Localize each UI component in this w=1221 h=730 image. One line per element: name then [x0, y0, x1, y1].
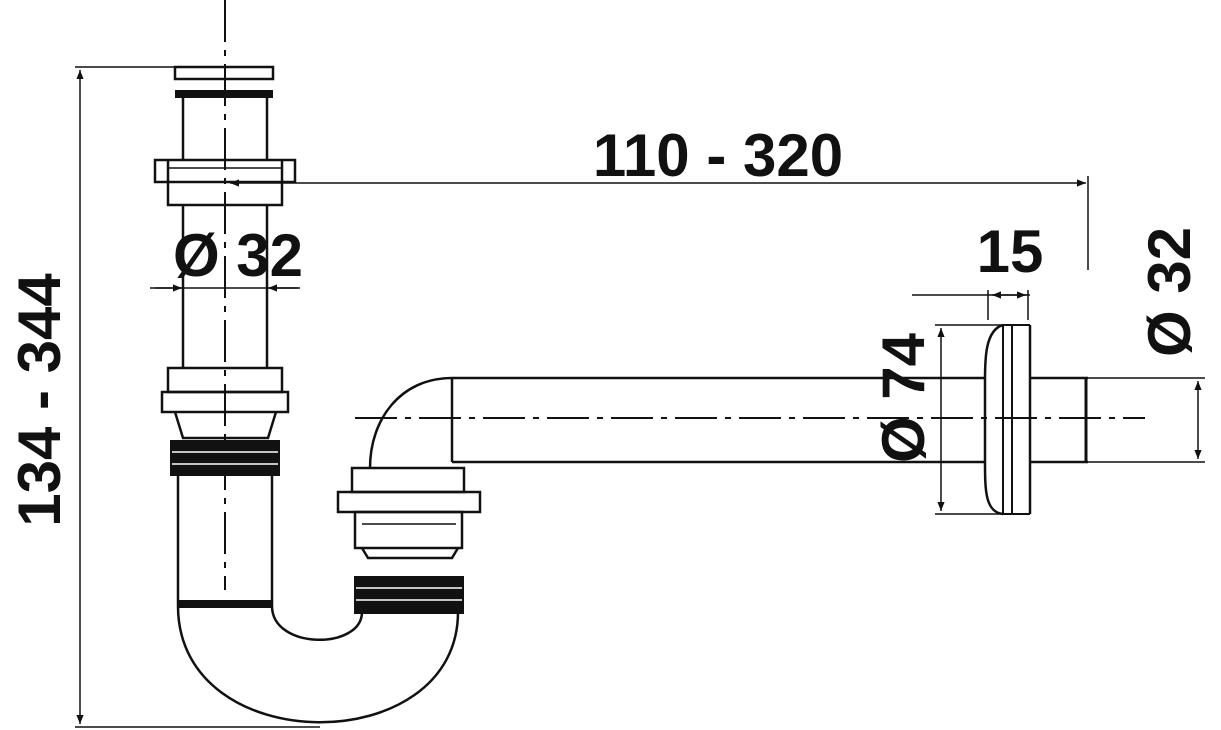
dimension-rosette-diameter — [935, 324, 1003, 515]
dimension-rosette-depth — [912, 290, 1030, 320]
wall-rosette — [983, 323, 1032, 516]
dimension-outlet-diameter — [1088, 377, 1205, 463]
dimension-horizontal — [230, 176, 1089, 270]
inlet-diameter-label: Ø 32 — [173, 222, 303, 289]
outlet-diameter-label: Ø 32 — [1136, 227, 1203, 357]
outlet-riser — [336, 376, 482, 560]
dimension-height — [75, 66, 320, 728]
inlet-pipe — [153, 0, 297, 608]
u-bend — [176, 576, 464, 724]
height-range-label: 134 - 344 — [6, 273, 73, 527]
rosette-depth-label: 15 — [977, 218, 1044, 285]
horizontal-range-label: 110 - 320 — [593, 122, 843, 189]
rosette-diameter-label: Ø 74 — [870, 332, 937, 463]
outlet-pipe — [355, 376, 1145, 464]
